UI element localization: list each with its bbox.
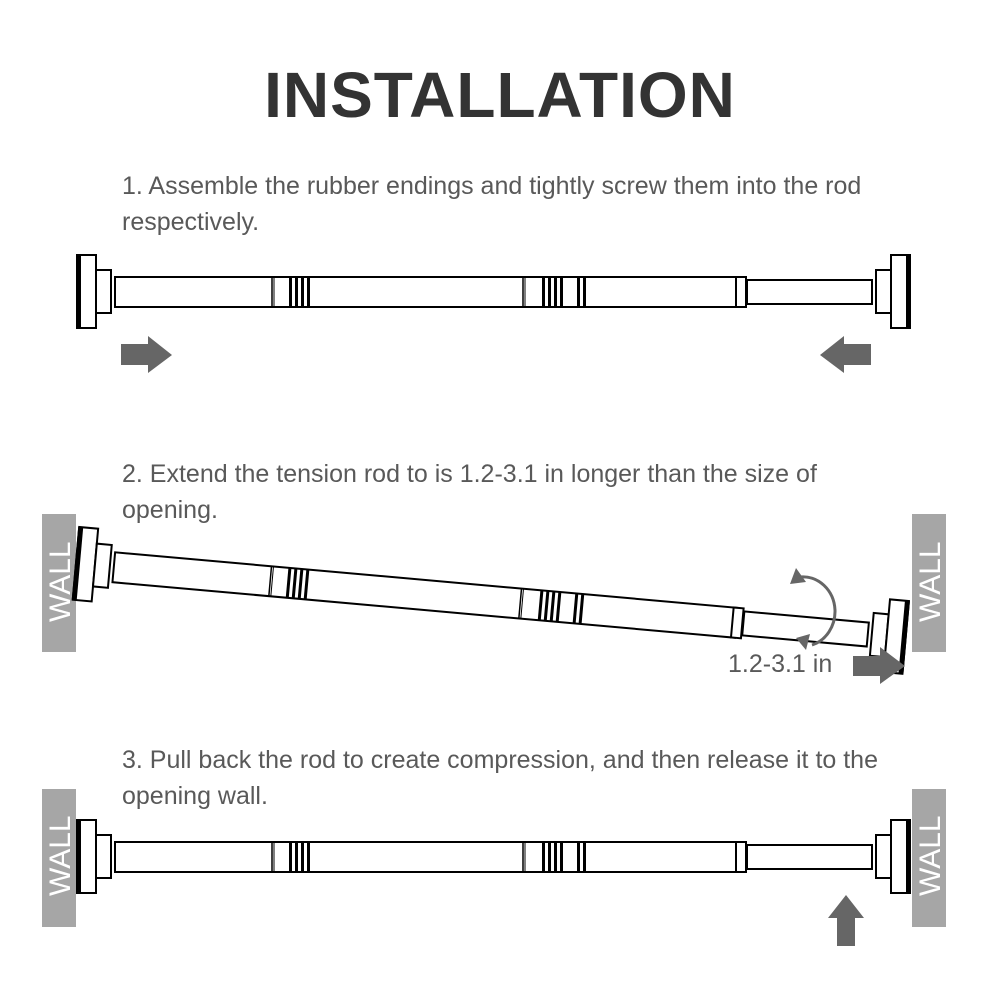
- arrow-right-icon: [853, 647, 905, 684]
- rotate-icon: [790, 568, 837, 650]
- rod-step-2: [70, 525, 911, 675]
- wall-label: WALL: [914, 541, 947, 622]
- wall-left-step-3: [42, 789, 76, 927]
- wall-label: WALL: [914, 815, 947, 896]
- arrow-right-icon: [121, 336, 172, 373]
- arrow-up-icon: [828, 895, 864, 946]
- wall-label: WALL: [44, 541, 77, 622]
- wall-label: WALL: [44, 815, 77, 896]
- wall-right-step-2: [912, 514, 946, 652]
- page-title: INSTALLATION: [264, 59, 736, 131]
- rod-step-3: [75, 819, 912, 894]
- measurement-label: 1.2-3.1 in: [728, 650, 833, 678]
- wall-right-step-3: [912, 789, 946, 927]
- step-3-text: 3. Pull back the rod to create compressi…: [122, 746, 878, 810]
- step-2-text: 2. Extend the tension rod to is 1.2-3.1 …: [122, 460, 817, 524]
- rod-step-1: [76, 254, 911, 329]
- wall-left-step-2: [42, 514, 76, 652]
- arrow-left-icon: [820, 336, 871, 373]
- step-1-text: 1. Assemble the rubber endings and tight…: [122, 172, 862, 236]
